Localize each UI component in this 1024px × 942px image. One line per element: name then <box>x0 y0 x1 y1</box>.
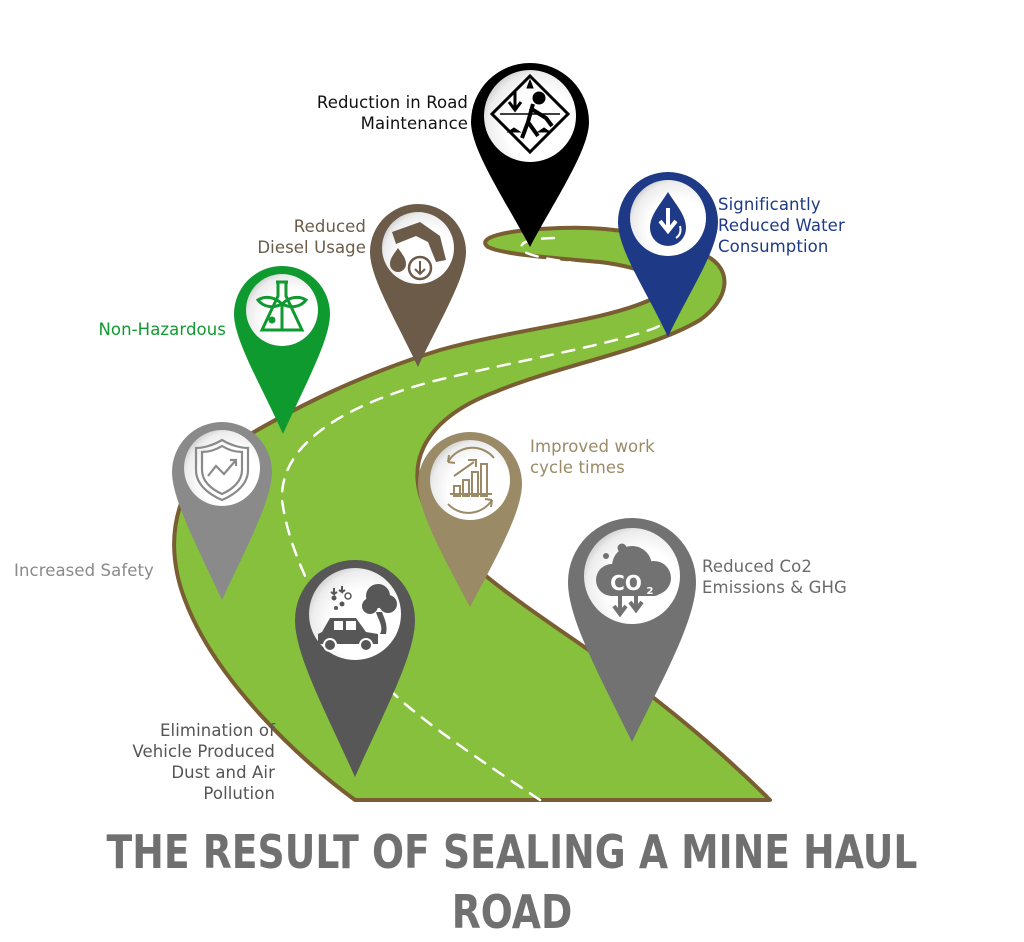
pin-non-hazardous <box>234 266 330 434</box>
road-work-sign-icon <box>489 73 571 155</box>
page-title: THE RESULT OF SEALING A MINE HAUL ROAD <box>106 825 918 939</box>
co2-text: CO <box>610 571 642 595</box>
pin-dust <box>295 560 415 777</box>
water-drop-down-icon <box>650 192 686 246</box>
pin-road-maintenance <box>471 63 589 247</box>
plant-flask-icon <box>255 280 309 332</box>
pin-co2: CO 2 <box>568 518 696 742</box>
pin-water <box>618 172 718 337</box>
label-safety: Increased Safety <box>14 561 154 580</box>
label-road-maintenance: Reduction in Road Maintenance <box>316 93 468 133</box>
label-cycle-times: Improved work cycle times <box>530 437 655 477</box>
shield-trend-icon <box>194 438 250 502</box>
co2-subscript: 2 <box>647 586 654 597</box>
fuel-nozzle-icon <box>390 222 446 281</box>
car-exhaust-icon <box>318 584 397 652</box>
pin-safety <box>172 422 272 600</box>
pin-diesel <box>370 204 466 367</box>
label-co2: Reduced Co2 Emissions & GHG <box>702 557 847 597</box>
label-water: Significantly Reduced Water Consumption <box>718 195 845 256</box>
pin-cycle-times <box>418 432 522 607</box>
label-non-hazardous: Non-Hazardous <box>98 320 226 339</box>
label-diesel: Reduced Diesel Usage <box>257 217 366 257</box>
co2-cloud-icon: CO 2 <box>596 543 671 618</box>
haul-road-infographic: CO 2 <box>172 63 772 802</box>
growth-chart-cycle-icon <box>447 446 495 514</box>
label-dust: Elimination of Vehicle Produced Dust and… <box>132 721 275 803</box>
